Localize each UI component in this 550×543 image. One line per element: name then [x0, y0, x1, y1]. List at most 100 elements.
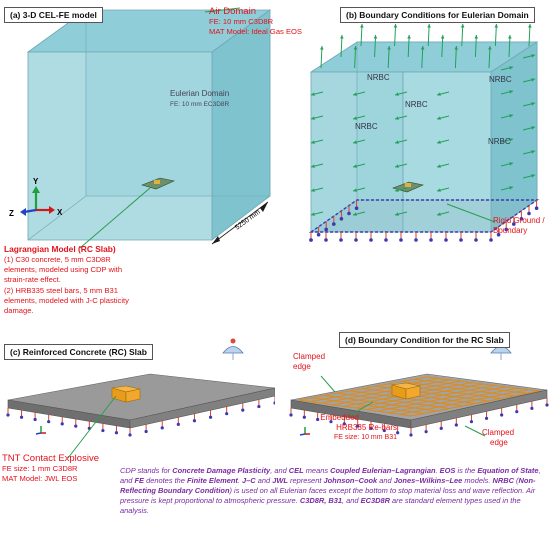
axis-z-label: Z — [9, 209, 14, 218]
nrbc-arrowhead — [387, 46, 391, 50]
nrbc-arrowhead — [340, 35, 344, 39]
caption-text: are standard element types used in the a… — [120, 496, 521, 516]
caption-term: Equation of State — [477, 466, 539, 475]
nrbc-arrowhead — [531, 102, 535, 106]
clamped-line: Clamped — [293, 352, 326, 361]
support-node — [208, 415, 213, 419]
lagrangian-line: (2) HRB335 steel bars, 5 mm B31 — [4, 285, 118, 295]
support-node — [74, 424, 78, 428]
nrbc-arrowhead — [509, 138, 513, 142]
nrbc-arrowhead — [437, 188, 441, 192]
clamped-pointer — [320, 375, 336, 393]
tnt-pointer — [67, 395, 117, 459]
caption-term: Coupled Eulerian–Lagrangian — [330, 466, 436, 475]
nrbc-label: NRBC — [367, 73, 390, 82]
eulerian-front-face — [27, 51, 213, 241]
support-node — [128, 433, 132, 437]
caption-term: C3D8R, B31 — [299, 496, 342, 506]
nrbc-arrowhead — [395, 140, 399, 144]
nrbc-arrow — [494, 23, 497, 47]
caption-text: , and — [270, 466, 289, 475]
support-node — [324, 227, 328, 232]
nrbc-arrowhead — [311, 116, 315, 120]
support-node — [474, 238, 478, 242]
nrbc-arrowhead — [420, 46, 425, 50]
nrbc-arrow — [454, 45, 457, 69]
nrbc-arrowhead — [353, 164, 357, 168]
nrbc-arrowhead — [395, 164, 399, 168]
caption-text: is the — [455, 466, 478, 475]
tnt-title: TNT Contact Explosive — [2, 453, 99, 464]
panel-c-title: (c) Reinforced Concrete (RC) Slab — [4, 344, 153, 360]
tnt-block — [391, 382, 421, 400]
rebars-label: Embedded HRB335 Re-bars FE size: 10 mm B… — [290, 413, 397, 443]
support-node — [316, 232, 321, 237]
nrbc-arrowhead — [531, 126, 535, 130]
axis-triad — [299, 427, 310, 436]
support-node — [257, 404, 261, 409]
support-node — [339, 217, 344, 221]
support-node — [354, 238, 358, 242]
axis-triad: Y Z X — [9, 177, 63, 218]
support-node — [176, 422, 180, 426]
nrbc-arrow — [474, 34, 477, 58]
caption-term: NRBC — [492, 476, 514, 486]
slab-side — [129, 387, 275, 429]
support-node — [347, 211, 351, 216]
support-node — [444, 238, 448, 242]
caption-term: JWL — [272, 476, 288, 486]
support-node — [504, 227, 508, 232]
clamped-pointer — [464, 425, 486, 437]
nrbc-arrowhead — [395, 188, 399, 192]
support-node — [192, 419, 197, 423]
nrbc-arrowhead — [373, 35, 378, 39]
support-node — [160, 426, 164, 430]
caption-text: and — [255, 476, 273, 486]
air-domain-fe: FE: 10 mm C3D8R — [209, 17, 274, 26]
light-icon — [222, 338, 244, 360]
support-node — [429, 238, 433, 242]
nrbc-arrowhead — [311, 164, 315, 168]
rebar-pointer — [346, 401, 374, 418]
rigid-ground-label: Rigid Ground / Boundary — [493, 216, 545, 236]
support-node — [409, 433, 413, 437]
nrbc-arrow — [320, 45, 323, 69]
nrbc-arrowhead — [528, 24, 532, 28]
support-node — [289, 413, 293, 417]
slab-supports — [289, 398, 549, 437]
support-node — [399, 238, 403, 242]
caption-term: CEL — [288, 466, 304, 475]
air-domain-title: Air Domain — [209, 6, 256, 17]
air-domain-mat: MAT Model: Ideal Gas EOS — [209, 26, 302, 36]
nrbc-arrowhead — [488, 46, 492, 50]
panel-b: NRBC NRBC NRBC NRBC NRBC (b) Boundary Co… — [275, 0, 550, 250]
axis-triad — [35, 426, 46, 435]
caption-term: Non-Reflecting Boundary Condition — [120, 476, 536, 496]
rebar — [401, 381, 515, 397]
lagrangian-line: elements, modeled using CDP with — [4, 265, 123, 275]
lagrangian-line: strain-rate effect. — [4, 275, 61, 285]
support-node — [302, 415, 306, 419]
nrbc-arrowhead — [353, 212, 357, 216]
nrbc-arrowhead — [509, 114, 513, 118]
nrbc-arrowhead — [395, 92, 399, 96]
support-node — [439, 426, 443, 430]
support-node — [324, 238, 328, 242]
nrbc-arrowhead — [437, 92, 441, 96]
nrbc-arrowhead — [460, 24, 465, 28]
nrbc-arrowhead — [320, 46, 324, 50]
support-node — [369, 238, 373, 242]
nrbc-arrow — [354, 45, 357, 69]
nrbc-arrowhead — [393, 24, 398, 28]
support-node — [356, 424, 360, 428]
eulerian-domain-fe: FE: 10 mm EC3D8R — [170, 101, 230, 108]
support-node — [369, 426, 373, 430]
nrbc-arrow — [340, 34, 343, 58]
nrbc-arrowhead — [531, 54, 535, 58]
nrbc-arrowhead — [353, 140, 357, 144]
caption-term: EOS — [439, 466, 456, 475]
nrbc-arrowhead — [454, 46, 459, 50]
nrbc-arrowhead — [509, 66, 513, 70]
caption-text: and — [377, 476, 394, 486]
nrbc-arrow — [528, 23, 531, 47]
